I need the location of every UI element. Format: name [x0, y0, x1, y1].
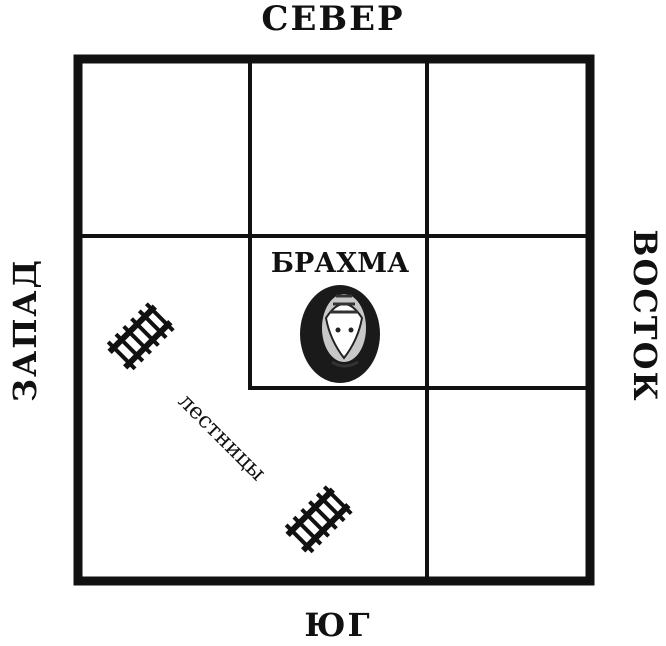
- grid-lines: [79, 60, 589, 580]
- stairs-label: лестницы: [173, 389, 270, 486]
- stairs-upper-icon: [106, 302, 175, 371]
- brahma-label: БРАХМА: [271, 248, 409, 279]
- north-label: СЕВЕР: [261, 0, 404, 39]
- west-label: ЗАПАД: [6, 258, 44, 402]
- east-label: ВОСТОК: [626, 229, 664, 402]
- plan-outer-border: [73, 54, 595, 586]
- south-label: ЮГ: [304, 606, 371, 641]
- stairs-lower-icon: [284, 485, 353, 554]
- brahma-portrait-icon: [300, 285, 380, 383]
